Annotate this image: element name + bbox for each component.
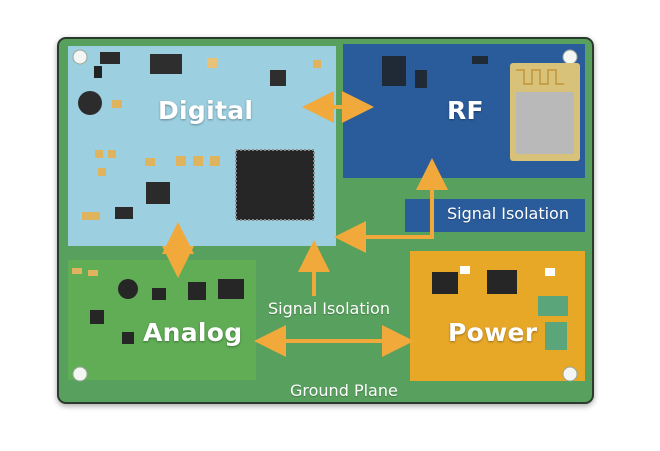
- digital-components: [78, 52, 321, 221]
- digital-label: Digital: [158, 96, 254, 125]
- ground-plane-label: Ground Plane: [290, 381, 398, 400]
- signal-isolation-label-center: Signal Isolation: [268, 299, 390, 318]
- rf-components: [382, 56, 580, 161]
- analog-label: Analog: [143, 318, 243, 347]
- rf-label: RF: [447, 96, 484, 125]
- mounting-hole-bottom-right: [562, 366, 578, 382]
- signal-isolation-label-rf: Signal Isolation: [447, 204, 569, 223]
- power-label: Power: [448, 318, 538, 347]
- mounting-hole-top-left: [72, 49, 88, 65]
- arrow-rf-to-digital: [334, 158, 448, 253]
- power-components: [432, 266, 568, 350]
- mounting-hole-top-right: [562, 49, 578, 65]
- mounting-hole-bottom-left: [72, 366, 88, 382]
- analog-components: [72, 268, 244, 344]
